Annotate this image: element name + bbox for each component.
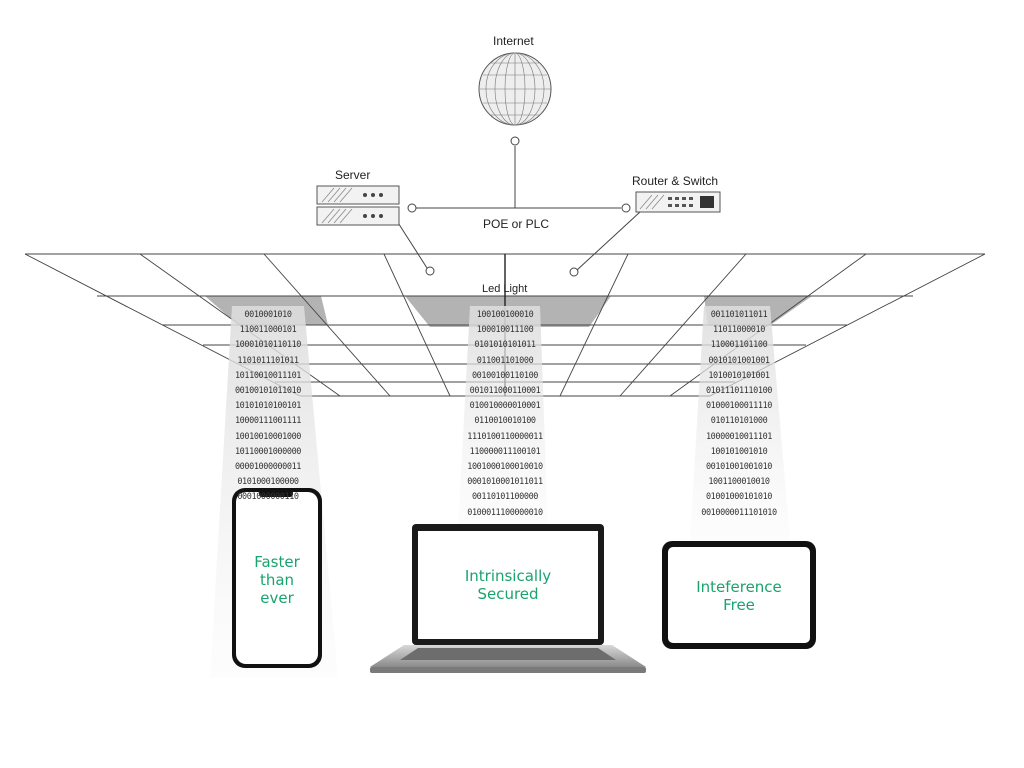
- binary-row: 10001010110110: [234, 340, 302, 351]
- binary-row: 10110001000000: [234, 446, 302, 457]
- binary-column-right: 001101011011 11011000010 110001101100 00…: [697, 308, 781, 521]
- poe-plc-label: POE or PLC: [483, 217, 550, 231]
- binary-row: 10110010011101: [234, 370, 302, 381]
- binary-row: 0001000000110: [237, 492, 299, 503]
- binary-row: 100101001010: [710, 446, 768, 457]
- binary-row: 0101000100000: [237, 477, 299, 488]
- binary-row: 110011000101: [239, 325, 297, 336]
- tablet-device: [662, 541, 816, 649]
- laptop-device: [370, 524, 646, 673]
- binary-column-center: 100100100010 100010011100 0101010101011 …: [463, 308, 547, 521]
- binary-row: 10000111001111: [234, 416, 302, 427]
- binary-row: 001101011011: [710, 310, 768, 320]
- binary-row: 010110101000: [710, 416, 768, 427]
- phone-screen-text: Faster than ever: [236, 553, 318, 607]
- binary-column-left: 0010001010 110011000101 10001010110110 1…: [226, 308, 310, 506]
- laptop-screen-text: Intrinsically Secured: [418, 567, 598, 603]
- binary-row: 00101001001010: [705, 462, 773, 473]
- binary-row: 01000100011110: [705, 401, 773, 412]
- binary-row: 10010010001000: [234, 431, 302, 442]
- internet-label: Internet: [493, 34, 534, 48]
- binary-row: 0001010001011011: [467, 477, 543, 488]
- laptop-text-line: Intrinsically: [464, 567, 552, 585]
- tablet-screen-text: Inteference Free: [668, 578, 810, 614]
- binary-row: 11011000010: [713, 325, 765, 336]
- router-switch-label: Router & Switch: [632, 174, 719, 188]
- binary-row: 011001101000: [476, 355, 534, 366]
- phone-text-line: Faster: [254, 553, 300, 571]
- tablet-text-line: Free: [723, 596, 755, 614]
- binary-row: 1110100110000011: [467, 431, 543, 442]
- binary-row: 0010101001001: [708, 355, 770, 366]
- binary-row: 001011000110001: [469, 386, 541, 397]
- globe-icon: [478, 52, 552, 126]
- binary-row: 100100100010: [476, 310, 534, 320]
- binary-row: 0110010010100: [474, 416, 536, 427]
- binary-row: 10000010011101: [705, 431, 773, 442]
- binary-row: 010010000010001: [469, 401, 541, 412]
- server-label: Server: [335, 168, 371, 182]
- binary-row: 01011101110100: [705, 386, 773, 397]
- binary-row: 0010001010: [244, 310, 292, 320]
- phone-text-line: than: [259, 571, 295, 589]
- binary-row: 1001000100010010: [467, 462, 543, 473]
- binary-row: 1010010101001: [708, 370, 770, 381]
- laptop-text-line: Secured: [477, 585, 539, 603]
- server-icon: [316, 185, 400, 226]
- binary-row: 00100101011010: [234, 386, 302, 397]
- connector-nodes: [407, 136, 631, 277]
- phone-text-line: ever: [260, 589, 294, 607]
- binary-row: 100010011100: [476, 325, 534, 336]
- binary-row: 0101010101011: [474, 340, 536, 351]
- tablet-text-line: Inteference: [696, 578, 782, 596]
- binary-row: 01001000101010: [705, 492, 773, 503]
- binary-row: 1001100010010: [708, 477, 770, 488]
- binary-row: 110000011100101: [469, 446, 541, 457]
- phone-device: [232, 488, 322, 668]
- binary-row: 110001101100: [710, 340, 768, 351]
- binary-row: 1101011101011: [237, 355, 299, 366]
- binary-row: 10101010100101: [234, 401, 302, 412]
- binary-row: 0010000011101010: [701, 507, 777, 518]
- binary-row: 0100011100000010: [467, 507, 543, 518]
- router-switch-icon: [635, 191, 721, 213]
- binary-row: 00001000000011: [234, 462, 302, 473]
- led-light-label: Led Light: [482, 283, 528, 295]
- binary-row: 00100100110100: [471, 370, 539, 381]
- binary-row: 00110101100000: [471, 492, 539, 503]
- connection-lines: [394, 146, 641, 271]
